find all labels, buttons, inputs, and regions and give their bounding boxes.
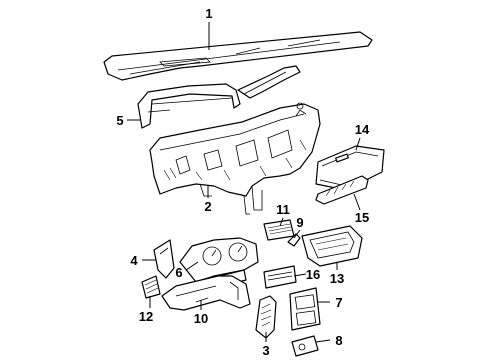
leader-9 — [293, 229, 301, 239]
part-8-switch-plate — [291, 335, 319, 357]
callout-9: 9 — [296, 215, 303, 230]
part-16-control-panel — [263, 265, 297, 289]
leader-16 — [293, 273, 307, 277]
callouts: 1 2 3 4 5 6 7 8 9 10 11 12 13 14 15 16 — [116, 6, 370, 358]
callout-12: 12 — [139, 309, 153, 324]
part-5-cluster-hood — [137, 65, 301, 129]
part-13-glove-bin — [301, 225, 363, 267]
leader-11 — [279, 217, 284, 227]
callout-4: 4 — [130, 253, 138, 268]
callout-14: 14 — [355, 122, 370, 137]
callout-8: 8 — [335, 333, 342, 348]
callout-13: 13 — [330, 271, 344, 286]
callout-16: 16 — [306, 267, 320, 282]
callout-3: 3 — [262, 343, 269, 358]
leader-8 — [315, 339, 331, 343]
part-7-center-bezel — [289, 287, 321, 331]
part-11-center-vent — [263, 219, 295, 241]
part-10-lower-trim — [161, 275, 251, 311]
callout-5: 5 — [116, 113, 123, 128]
callout-2: 2 — [204, 199, 211, 214]
callout-1: 1 — [205, 6, 212, 21]
part-9-vent-bracket — [287, 233, 301, 247]
leader-14 — [355, 137, 361, 151]
part-3-console-trim — [255, 295, 277, 339]
callout-10: 10 — [194, 311, 208, 326]
leader-6 — [185, 261, 199, 271]
part-12-small-vent — [141, 275, 161, 299]
callout-7: 7 — [335, 295, 342, 310]
callout-15: 15 — [355, 210, 369, 225]
callout-11: 11 — [276, 202, 290, 217]
leader-lines — [127, 22, 361, 343]
part-1-dash-pad — [103, 31, 373, 81]
callout-6: 6 — [175, 265, 182, 280]
part-2-dash-frame — [149, 102, 321, 215]
leader-15 — [353, 193, 361, 211]
part-4-side-trim — [153, 239, 175, 279]
part-15-latch-bracket — [315, 175, 369, 205]
